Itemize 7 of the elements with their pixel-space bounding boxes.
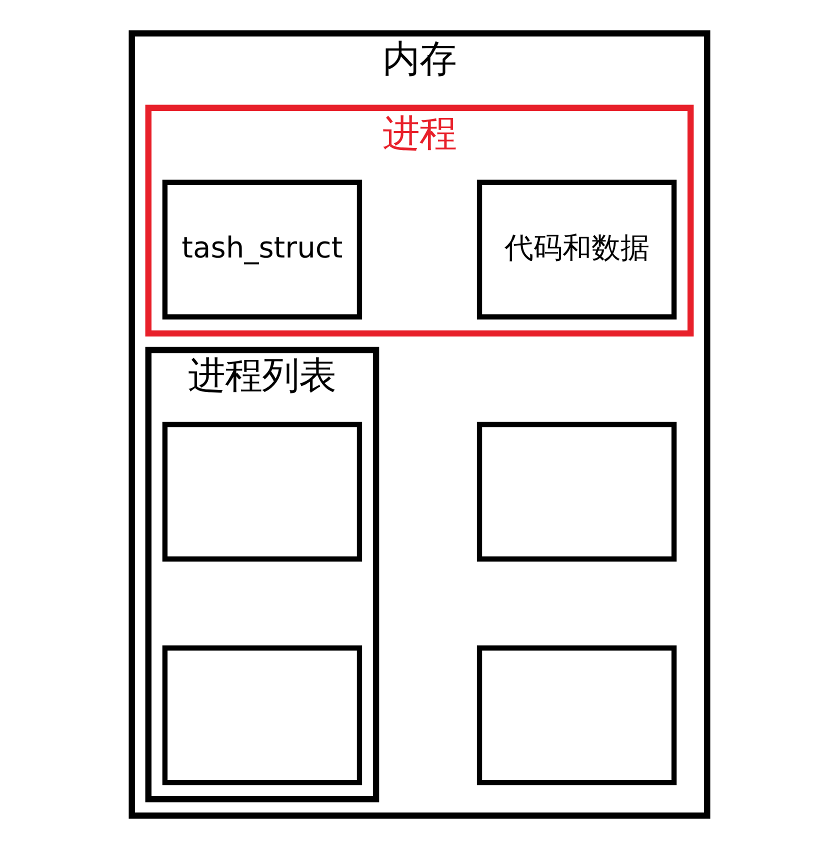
node-box	[476, 645, 677, 786]
node-box	[476, 422, 677, 562]
node-box	[162, 422, 362, 562]
node-box: 代码和数据	[476, 180, 677, 320]
node-box	[162, 645, 362, 786]
cluster: 进程列表	[145, 346, 380, 802]
node-box: tash_struct	[162, 180, 362, 320]
